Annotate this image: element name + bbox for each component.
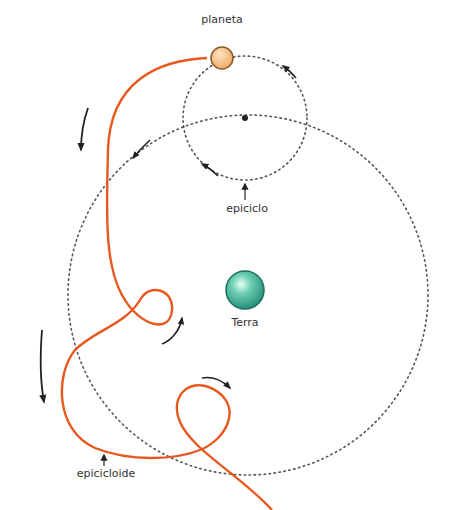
- earth-globe: [226, 271, 264, 309]
- direction-arrow: [202, 164, 218, 176]
- epicycloid-label: epicicloide: [75, 467, 138, 480]
- epicycloid-curve: [62, 58, 272, 510]
- planet-circle: planeta: [210, 46, 234, 70]
- direction-arrow: [133, 140, 150, 158]
- node-outline: [210, 46, 234, 70]
- direction-arrow: [41, 330, 44, 402]
- epicycle-center: [242, 115, 248, 121]
- leader-arrow: [103, 455, 104, 466]
- node-label: Terra: [231, 316, 258, 329]
- planet-circle: [211, 47, 233, 69]
- direction-arrow: [283, 66, 296, 78]
- direction-arrow: [202, 377, 230, 388]
- earth-globe: Terra: [225, 270, 265, 310]
- node-label: planeta: [201, 13, 243, 26]
- leader-arrow: [244, 184, 245, 200]
- epicycle-label: epiciclo: [224, 202, 270, 215]
- direction-arrow: [162, 318, 182, 344]
- direction-arrow: [81, 108, 88, 150]
- epicycle-circle: [183, 56, 307, 180]
- node-outline: [225, 270, 265, 310]
